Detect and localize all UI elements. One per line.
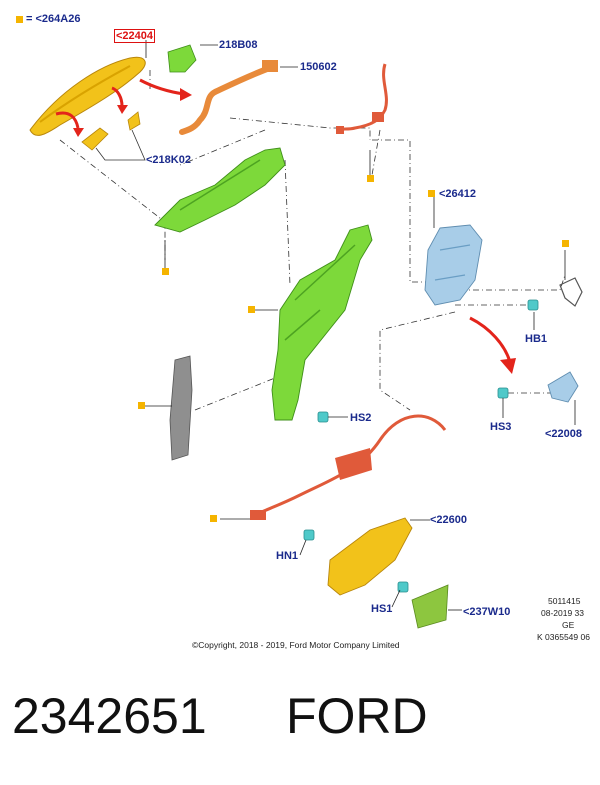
label-218k02: <218K02: [146, 154, 191, 166]
label-237w10: <237W10: [463, 606, 511, 618]
marker-module: [248, 306, 255, 313]
meta-line-1: 5011415: [548, 596, 581, 606]
label-150602: 150602: [300, 61, 337, 73]
carrier-frame: [154, 147, 286, 233]
marker-seal: [138, 402, 145, 409]
door-latch: [424, 224, 483, 306]
green-bracket: [167, 44, 197, 73]
label-22600: <22600: [430, 514, 468, 526]
marker-grey-bracket: [562, 240, 569, 247]
label-22008: <22008: [545, 428, 583, 440]
red-cable-top: [336, 63, 388, 134]
label-hn1: HN1: [276, 550, 299, 562]
inside-handle: [327, 517, 413, 596]
red-cable-bottom: [250, 414, 447, 520]
meta-line-3: GE: [562, 620, 575, 630]
leader-lines: [145, 40, 576, 611]
marker-cable-top: [367, 175, 374, 182]
grey-bracket: [559, 277, 583, 307]
label-26412: <26412: [439, 188, 477, 200]
marker-frame: [162, 268, 169, 275]
brand-name: FORD: [286, 688, 428, 744]
meta-line-4: K 0365549 06: [537, 632, 590, 642]
label-22404: <22404: [114, 29, 156, 43]
marker-cable-bottom: [210, 515, 217, 522]
seal-strip: [169, 355, 193, 461]
exploded-parts-diagram: [29, 40, 583, 629]
outside-handle: [29, 56, 146, 136]
leader-218k02: [95, 129, 146, 161]
striker-bracket: [547, 371, 579, 403]
label-hb1: HB1: [525, 333, 548, 345]
orange-cable: [179, 60, 278, 135]
marker-latch: [428, 190, 435, 197]
door-module: [271, 224, 373, 421]
label-hs2: HS2: [350, 412, 372, 424]
label-218b08: 218B08: [219, 39, 258, 51]
legend-label: = <264A26: [26, 13, 81, 25]
part-number: 2342651: [12, 688, 207, 744]
label-hs1: HS1: [371, 603, 393, 615]
label-hs3: HS3: [490, 421, 512, 433]
meta-line-2: 08-2019 33: [541, 608, 585, 618]
copyright-text: ©Copyright, 2018 - 2019, Ford Motor Comp…: [192, 640, 400, 650]
bezel: [411, 584, 449, 629]
arrow-heads: [73, 88, 516, 374]
legend-marker: [16, 16, 23, 23]
fasteners: [303, 299, 539, 593]
handle-caps: [81, 111, 141, 151]
